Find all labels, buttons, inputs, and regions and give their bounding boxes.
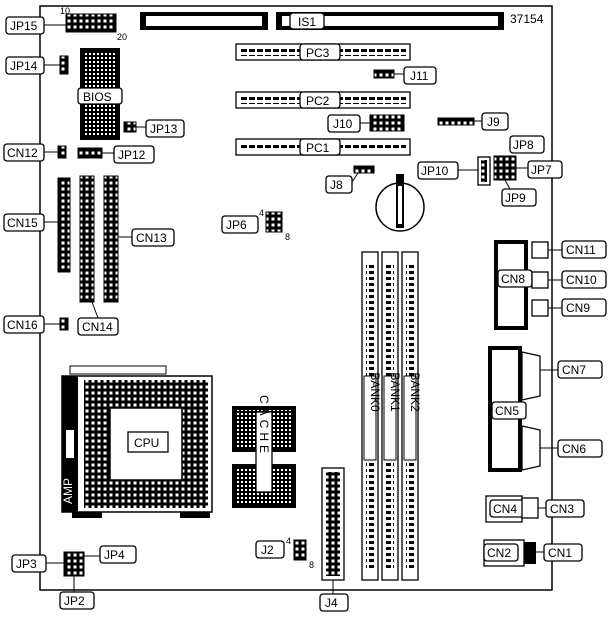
memory-bank-1: BANK1 — [381, 251, 402, 581]
svg-text:CN14: CN14 — [82, 320, 113, 334]
svg-text:CN12: CN12 — [7, 146, 38, 160]
svg-text:CN4: CN4 — [493, 502, 517, 516]
svg-text:CN1: CN1 — [548, 546, 572, 560]
j11-header: J11 — [373, 66, 437, 85]
cn9-connector: CN9 — [531, 298, 607, 317]
svg-text:J9: J9 — [487, 115, 500, 129]
svg-text:CN5: CN5 — [495, 404, 519, 418]
svg-text:JP15: JP15 — [10, 19, 38, 33]
cn1-connector: CN1 — [524, 542, 583, 564]
svg-text:CN6: CN6 — [562, 442, 586, 456]
svg-text:J11: J11 — [410, 69, 429, 83]
svg-text:CN13: CN13 — [136, 231, 167, 245]
cn8-connector: CN8 — [494, 240, 533, 330]
cn15-connector: CN15 — [3, 177, 71, 273]
svg-text:20: 20 — [117, 32, 127, 42]
svg-text:PC3: PC3 — [306, 46, 330, 60]
pci-slot-pc3: PC3 — [235, 43, 411, 61]
cn3-connector: CN3 — [521, 497, 585, 519]
cn10-connector: CN10 — [531, 270, 607, 289]
memory-bank-2: BANK2 — [401, 251, 422, 581]
svg-text:4: 4 — [259, 208, 264, 218]
jp15-header: 10 20 JP15 — [5, 6, 127, 42]
jp10-jumper: JP10 — [417, 156, 491, 186]
jp6-jumper: 4 8 JP6 — [221, 208, 290, 242]
cn12-connector: CN12 — [3, 143, 67, 162]
cn7-connector: CN7 — [521, 351, 603, 401]
pci-slot-pc2: PC2 — [235, 91, 411, 109]
j8-header: J8 — [325, 165, 375, 194]
cn13-connector: CN13 — [103, 175, 175, 303]
svg-text:CN16: CN16 — [7, 318, 38, 332]
svg-text:JP3: JP3 — [16, 557, 37, 571]
svg-text:CN3: CN3 — [550, 502, 574, 516]
isa-slot-is1: IS1 — [276, 12, 504, 30]
cache-chips: CACHE — [232, 395, 296, 508]
svg-text:CN10: CN10 — [566, 273, 597, 287]
svg-text:CN9: CN9 — [566, 301, 590, 315]
svg-text:JP8: JP8 — [513, 138, 534, 152]
isa-slot-left — [140, 12, 268, 30]
jp12-jumper: JP12 — [77, 145, 155, 164]
svg-text:J2: J2 — [261, 543, 274, 557]
svg-text:JP12: JP12 — [118, 148, 146, 162]
bios-chip: BIOS — [77, 48, 123, 140]
svg-text:PC2: PC2 — [306, 94, 330, 108]
cn5-connector: CN5 — [488, 346, 527, 472]
svg-text:CN15: CN15 — [7, 216, 38, 230]
j2-jumper: 4 8 J2 — [255, 536, 314, 570]
cn11-connector: CN11 — [531, 240, 607, 259]
pci-slot-pc1: PC1 — [235, 138, 411, 156]
svg-text:JP4: JP4 — [104, 548, 125, 562]
jp13-jumper: JP13 — [123, 119, 185, 138]
svg-text:JP6: JP6 — [226, 218, 247, 232]
battery — [375, 174, 425, 232]
svg-text:CN11: CN11 — [566, 243, 596, 257]
j4-connector: J4 — [319, 467, 349, 612]
svg-text:CN7: CN7 — [562, 363, 586, 377]
svg-text:BANK2: BANK2 — [408, 372, 422, 412]
svg-text:CACHE: CACHE — [257, 395, 271, 457]
cpu-socket: AMP CPU — [61, 365, 213, 518]
j10-header: J10 — [327, 114, 405, 133]
cn14-connector: CN14 — [77, 175, 119, 336]
j9-header: J9 — [437, 112, 509, 131]
cn16-connector: CN16 — [3, 315, 69, 334]
cn4-connector: CN4 — [485, 495, 525, 523]
cn2-connector: CN2 — [483, 539, 525, 567]
svg-text:J10: J10 — [333, 117, 353, 131]
svg-text:J8: J8 — [330, 178, 343, 192]
jp7-jumper: JP8 JP7 JP9 — [493, 135, 563, 207]
board-number: 37154 — [510, 12, 544, 26]
svg-text:PC1: PC1 — [306, 141, 330, 155]
svg-text:JP13: JP13 — [150, 122, 178, 136]
svg-text:JP9: JP9 — [505, 191, 526, 205]
svg-text:10: 10 — [60, 6, 70, 16]
svg-text:CN8: CN8 — [501, 272, 525, 286]
svg-text:J4: J4 — [325, 596, 338, 610]
svg-text:JP10: JP10 — [421, 164, 449, 178]
svg-text:JP7: JP7 — [531, 163, 552, 177]
jp14-jumper: JP14 — [5, 55, 69, 75]
svg-text:BIOS: BIOS — [83, 90, 112, 104]
memory-bank-0: BANK0 — [361, 251, 382, 581]
cn6-connector: CN6 — [521, 425, 603, 471]
svg-text:JP14: JP14 — [10, 59, 38, 73]
svg-text:8: 8 — [285, 232, 290, 242]
svg-text:CN2: CN2 — [487, 546, 511, 560]
svg-text:AMP: AMP — [61, 478, 75, 504]
svg-text:BANK1: BANK1 — [388, 372, 402, 412]
jp3-jumper: JP3 JP4 JP2 — [11, 545, 137, 610]
svg-text:IS1: IS1 — [298, 15, 316, 29]
svg-text:CPU: CPU — [134, 436, 159, 450]
svg-text:4: 4 — [286, 536, 291, 546]
svg-text:8: 8 — [309, 560, 314, 570]
svg-text:JP2: JP2 — [64, 594, 85, 608]
svg-text:BANK0: BANK0 — [368, 372, 382, 412]
